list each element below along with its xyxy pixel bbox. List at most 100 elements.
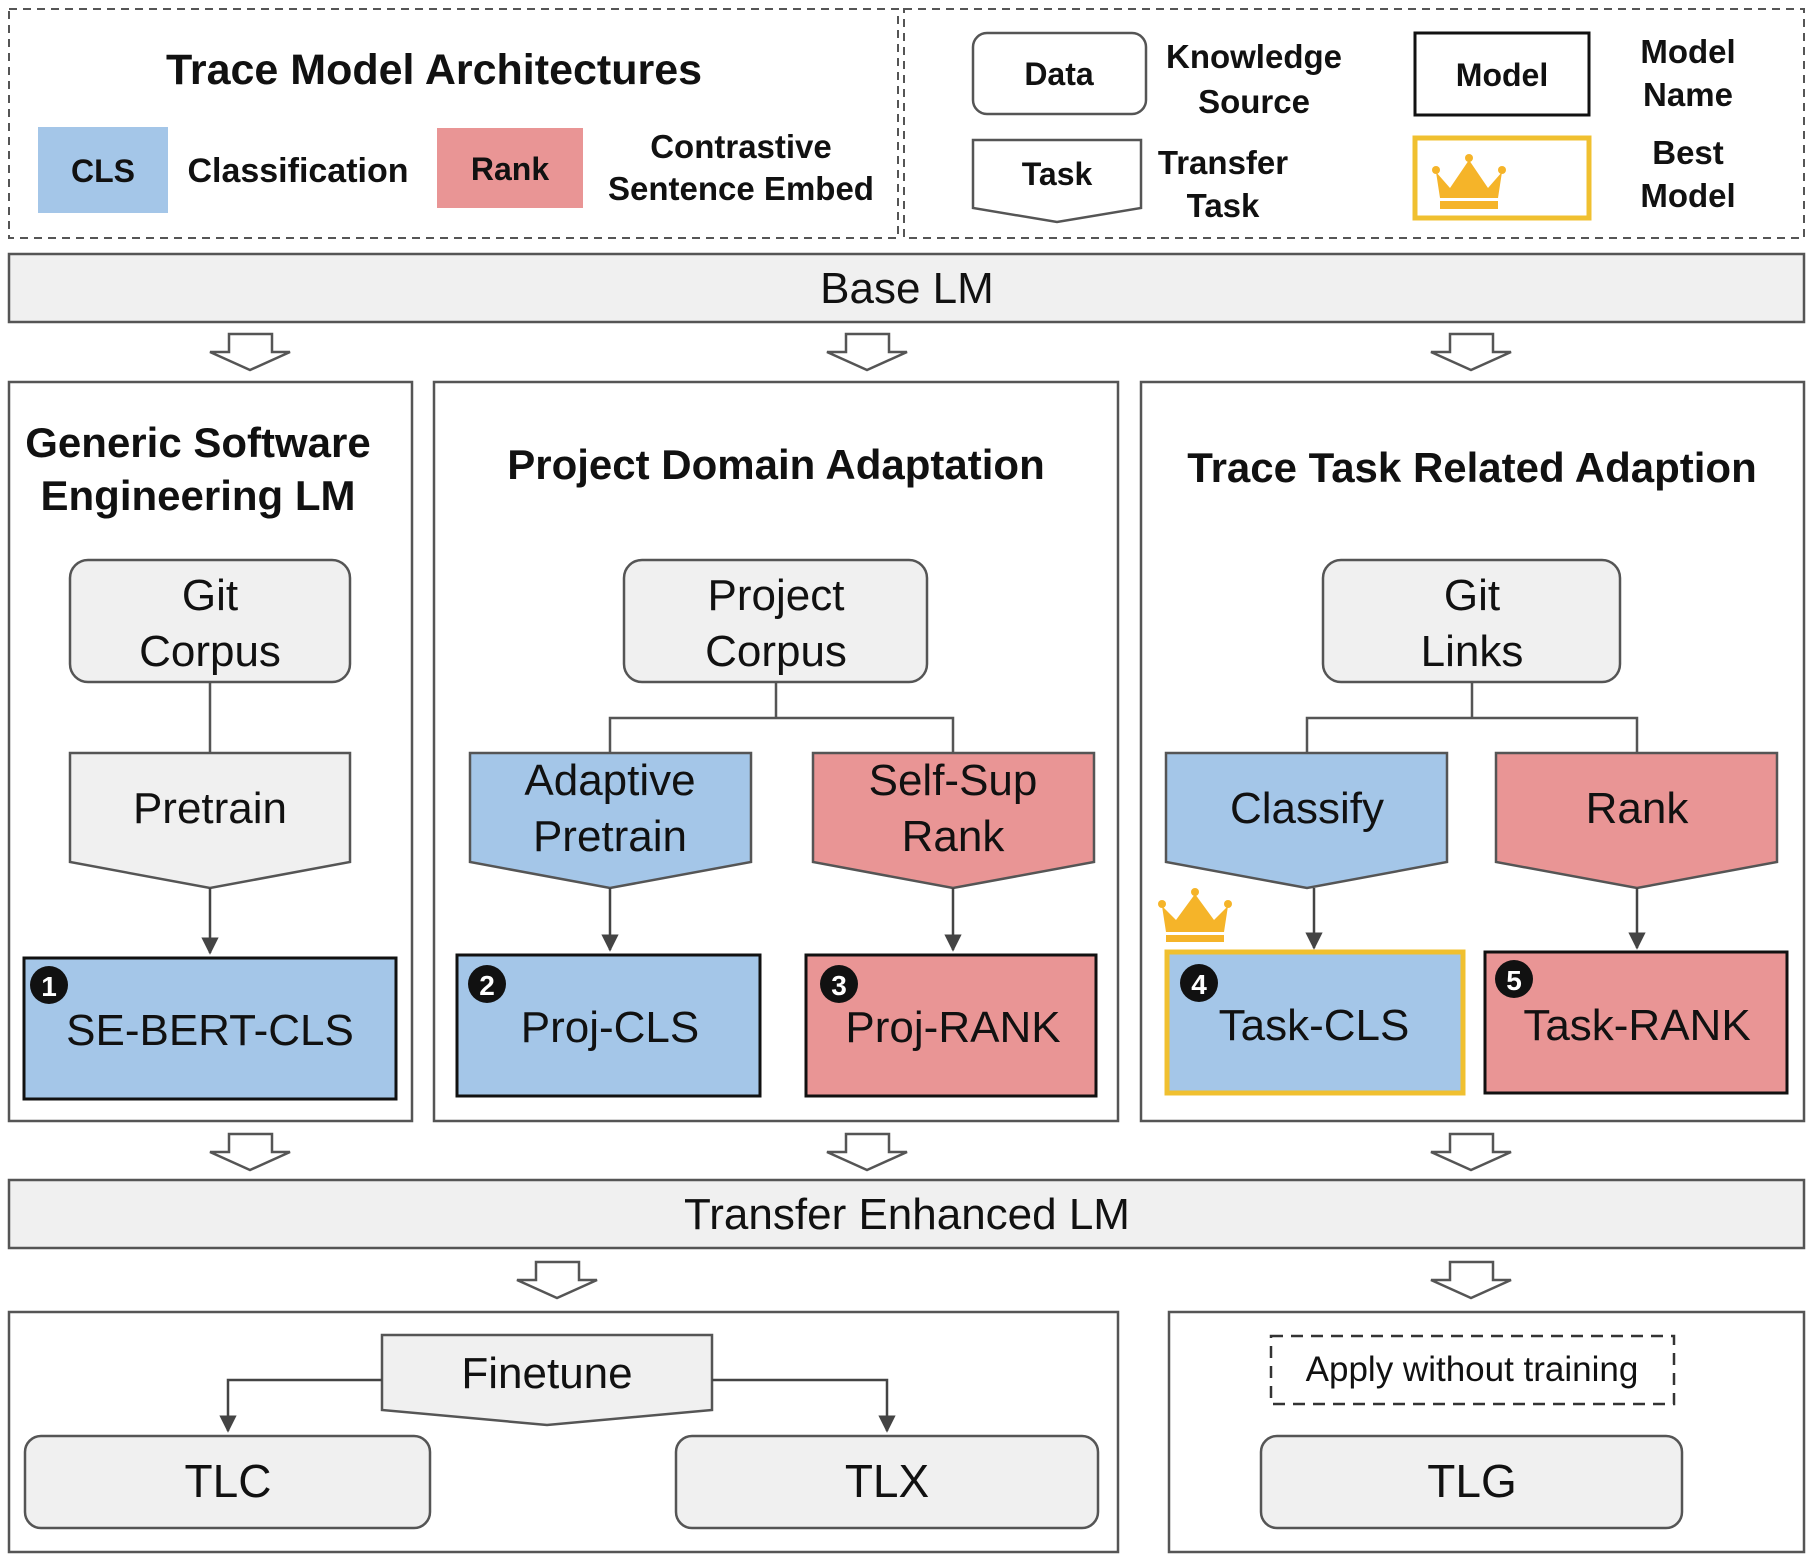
down-arrow-icon (209, 332, 291, 372)
svg-text:5: 5 (1506, 965, 1522, 996)
panel-generic-title-line2: Engineering LM (41, 472, 356, 519)
base-lm-label: Base LM (820, 264, 994, 313)
down-arrow-icon (826, 332, 908, 372)
panel-apply: Apply without training TLG (1167, 1310, 1806, 1554)
self-sup-rank-task-shape (811, 751, 1096, 890)
task-shape-label: Task (1022, 156, 1093, 192)
legend-right-frame (903, 8, 1805, 239)
model-number-badge: 2 (468, 965, 506, 1003)
self-sup-rank-line2: Rank (902, 812, 1006, 861)
rank-description-line1: Contrastive (650, 128, 832, 165)
model-number-badge: 4 (1180, 964, 1218, 1002)
panel-generic-frame (7, 380, 414, 1123)
pretrain-task-shape (68, 751, 352, 890)
model-description-line1: Model (1640, 33, 1735, 70)
panel-trace-title: Trace Task Related Adaption (1187, 444, 1757, 491)
best-description-line2: Model (1640, 177, 1735, 214)
project-corpus-line2: Corpus (705, 627, 847, 676)
down-arrow-icon (1430, 1132, 1512, 1172)
connector-arrow (712, 1378, 896, 1433)
rank-tag: Rank (471, 151, 549, 187)
cls-description: Classification (187, 152, 408, 190)
data-description-line1: Knowledge (1166, 38, 1342, 75)
panel-trace: Trace Task Related Adaption Git Links Cl… (1139, 380, 1806, 1123)
best-description-line1: Best (1652, 134, 1724, 171)
rank-swatch (437, 128, 583, 208)
crown-icon (1432, 154, 1506, 209)
adaptive-pretrain-line2: Pretrain (533, 812, 687, 861)
task-description-line1: Transfer (1158, 144, 1288, 181)
down-arrow-icon (516, 1260, 598, 1300)
model-number-badge: 5 (1495, 960, 1533, 998)
connector-arrow (219, 1378, 382, 1433)
branch-connector (1305, 682, 1639, 753)
svg-text:2: 2 (479, 970, 495, 1001)
model-shape-label: Model (1456, 57, 1548, 93)
finetune-label: Finetune (461, 1349, 632, 1398)
pretrain-task-label: Pretrain (133, 784, 287, 833)
task-rank-model-box (1483, 950, 1789, 1095)
apply-note-box (1269, 1334, 1676, 1406)
svg-text:1: 1 (41, 971, 57, 1002)
se-bert-cls-label: SE-BERT-CLS (66, 1006, 354, 1055)
model-number-badge: 3 (820, 965, 858, 1003)
panel-finetune: Finetune TLC TLX (7, 1310, 1120, 1554)
base-lm-bar (7, 252, 1806, 324)
transfer-lm-label: Transfer Enhanced LM (684, 1190, 1130, 1239)
rank-task-label: Rank (1586, 784, 1690, 833)
down-arrows-bottom (516, 1260, 1512, 1300)
panel-generic-title-line1: Generic Software (25, 419, 370, 466)
legend-title: Trace Model Architectures (166, 46, 702, 94)
transfer-lm-bar (7, 1178, 1806, 1250)
task-shape-sample (971, 138, 1143, 224)
model-number-badge: 1 (30, 966, 68, 1004)
classify-task-shape (1164, 751, 1449, 890)
project-corpus-line1: Project (708, 571, 845, 620)
svg-text:3: 3 (831, 970, 847, 1001)
classify-task-label: Classify (1230, 784, 1384, 833)
proj-rank-label: Proj-RANK (845, 1003, 1060, 1052)
adaptive-pretrain-task-shape (468, 751, 753, 890)
model-description-line2: Name (1643, 76, 1733, 113)
panel-project: Project Domain Adaptation Project Corpus… (432, 380, 1120, 1123)
data-shape-sample (971, 31, 1148, 116)
branch-connector (608, 682, 955, 753)
tlg-data-box (1259, 1434, 1684, 1530)
data-description-line2: Source (1198, 83, 1310, 120)
data-shape-label: Data (1024, 56, 1094, 92)
down-arrow-icon (1430, 332, 1512, 372)
git-links-line1: Git (1444, 571, 1500, 620)
panel-apply-frame (1167, 1310, 1806, 1554)
rank-task-shape (1494, 751, 1779, 890)
se-bert-cls-model-box (22, 956, 398, 1101)
task-cls-label: Task-CLS (1219, 1001, 1410, 1050)
self-sup-rank-line1: Self-Sup (869, 756, 1038, 805)
legend: Trace Model Architectures CLS Classifica… (8, 8, 1805, 239)
down-arrows-middle (209, 1132, 1512, 1172)
cls-tag: CLS (71, 153, 135, 189)
tlx-label: TLX (845, 1455, 929, 1507)
legend-left-frame (8, 8, 899, 239)
adaptive-pretrain-line1: Adaptive (524, 756, 695, 805)
proj-cls-model-box (455, 953, 762, 1098)
panel-finetune-frame (7, 1310, 1120, 1554)
tlx-data-box (674, 1434, 1100, 1530)
svg-text:4: 4 (1191, 969, 1207, 1000)
task-rank-label: Task-RANK (1523, 1001, 1750, 1050)
proj-cls-label: Proj-CLS (521, 1003, 700, 1052)
panel-trace-frame (1139, 380, 1806, 1123)
tlc-label: TLC (185, 1455, 272, 1507)
down-arrow-icon (209, 1132, 291, 1172)
model-shape-sample (1413, 31, 1591, 117)
cls-swatch (38, 127, 168, 213)
crown-icon (1158, 888, 1232, 942)
rank-description-line2: Sentence Embed (608, 170, 874, 207)
tlc-data-box (23, 1434, 432, 1530)
task-description-line2: Task (1187, 187, 1260, 224)
panel-generic: Generic Software Engineering LM Git Corp… (7, 380, 414, 1123)
apply-note-label: Apply without training (1306, 1350, 1639, 1389)
down-arrows-top (209, 332, 1512, 372)
git-corpus-line2: Corpus (139, 627, 281, 676)
down-arrow-icon (826, 1132, 908, 1172)
